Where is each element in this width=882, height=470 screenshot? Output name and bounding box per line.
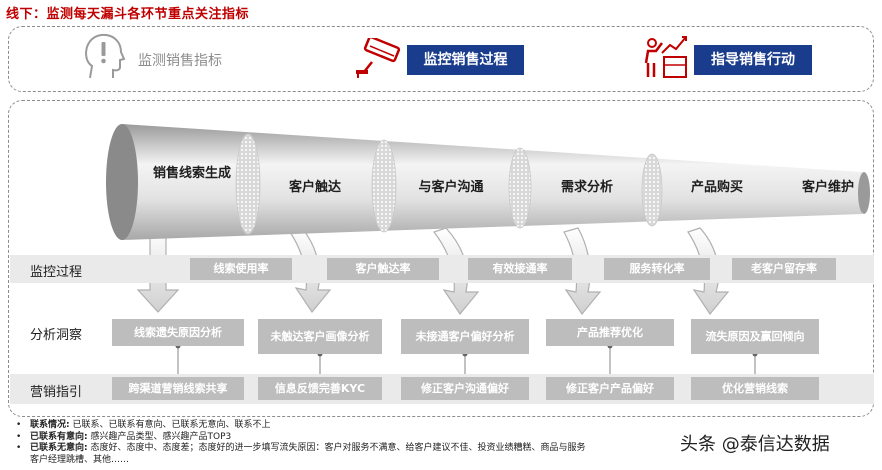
- note-item: •已联系有意向: 感兴趣产品类型、感兴趣产品TOP3: [16, 431, 232, 442]
- note-item: •已联系无意向: 态度好、态度中、态度差；态度好的进一步填写流失原因：客户对服务…: [16, 443, 586, 453]
- analysis-box: 产品推荐优化: [546, 319, 674, 346]
- marketing-box: 跨渠道营销线索共享: [112, 377, 244, 400]
- stage-customer-communication: 与客户沟通: [418, 180, 484, 195]
- monitor-row-label: 监控过程: [30, 265, 83, 280]
- note-continuation: 客户经理跳槽、其他……: [30, 454, 130, 465]
- head-alert-icon: [85, 33, 126, 79]
- step-monitor-indicators: 监测销售指标: [138, 53, 222, 69]
- page-title: 线下：监测每天漏斗各环节重点关注指标: [6, 7, 250, 22]
- metric-box: 老客户留存率: [732, 258, 836, 280]
- team-leader-icon: [644, 36, 687, 78]
- analysis-box: 未接通客户偏好分析: [401, 319, 529, 354]
- connector-lines: [175, 343, 758, 380]
- analysis-box: 未触达客户画像分析: [258, 319, 382, 354]
- stage-customer-retention: 客户维护: [801, 180, 854, 195]
- watermark: 头条 @泰信达数据: [680, 434, 830, 455]
- note-item: •联系情况: 已联系、已联系有意向、已联系无意向、联系不上: [16, 420, 271, 430]
- stage-needs-analysis: 需求分析: [560, 180, 613, 195]
- stage-product-purchase: 产品购买: [690, 180, 743, 195]
- cctv-camera-icon: [356, 38, 401, 78]
- marketing-box: 优化营销线索: [691, 377, 819, 400]
- metric-box: 线索使用率: [190, 258, 292, 280]
- step-guide-action: 指导销售行动: [694, 45, 812, 75]
- steps-panel: [8, 26, 874, 92]
- marketing-row-label: 营销指引: [30, 385, 83, 400]
- marketing-box: 信息反馈完善KYC: [258, 377, 382, 400]
- step-monitor-process: 监控销售过程: [407, 45, 524, 75]
- analysis-row-label: 分析洞察: [30, 328, 83, 343]
- analysis-box: 流失原因及赢回倾向: [691, 319, 819, 354]
- metric-box: 客户触达率: [327, 258, 439, 280]
- metric-box: 服务转化率: [604, 258, 710, 280]
- marketing-box: 修正客户产品偏好: [546, 377, 674, 400]
- footnotes: •联系情况: 已联系、已联系有意向、已联系无意向、联系不上 •已联系有意向: 感…: [12, 420, 586, 466]
- analysis-box: 线索遗失原因分析: [112, 319, 244, 346]
- stage-lead-generation: 销售线索生成: [152, 166, 231, 181]
- marketing-box: 修正客户沟通偏好: [401, 377, 529, 400]
- stage-customer-reach: 客户触达: [288, 180, 341, 195]
- metric-box: 有效接通率: [468, 258, 572, 280]
- sales-funnel: [106, 124, 870, 316]
- monitor-row: [10, 255, 874, 283]
